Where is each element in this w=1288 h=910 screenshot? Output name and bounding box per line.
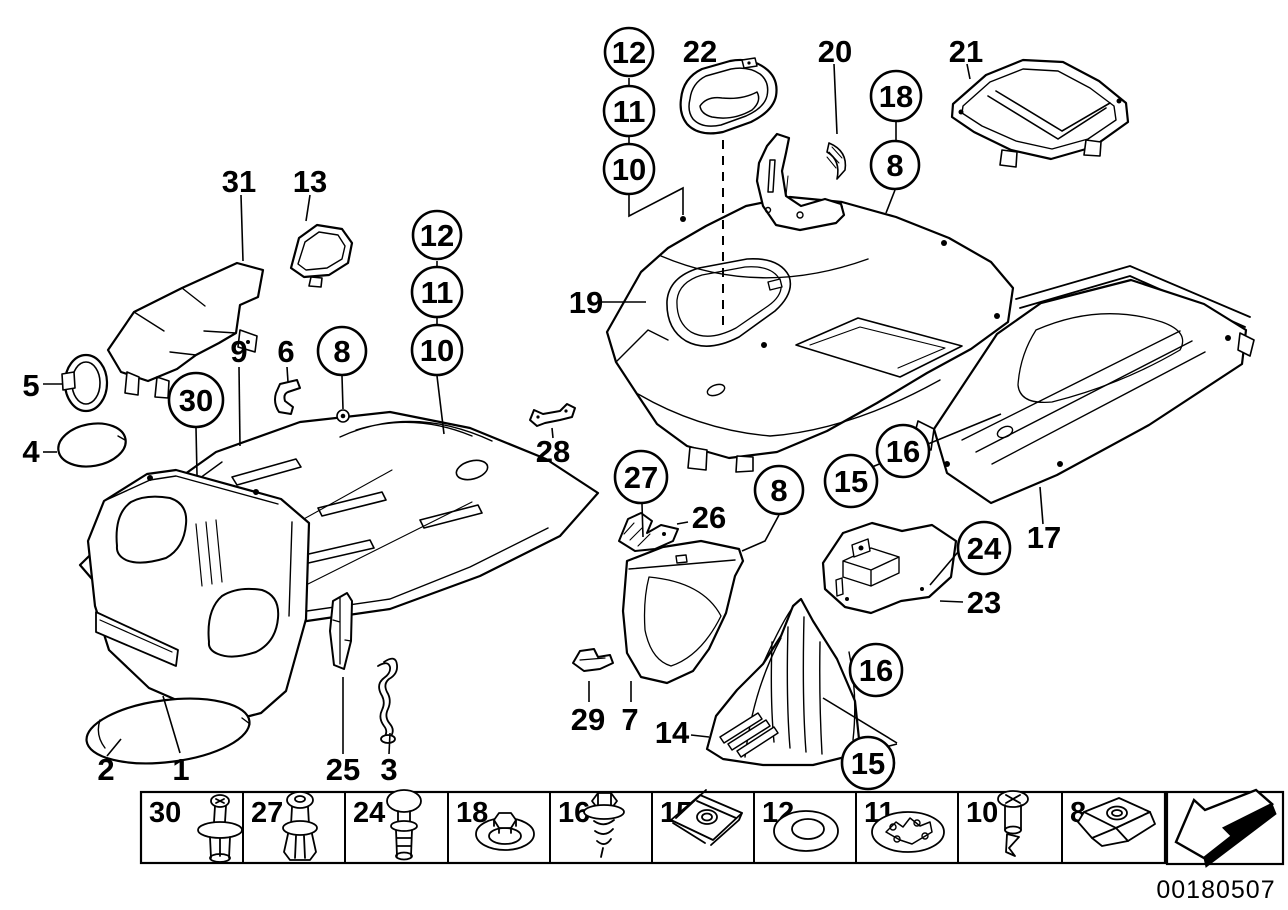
label-26: 26 — [692, 500, 726, 535]
svg-text:11: 11 — [421, 275, 454, 310]
callout-circle-24: 24 — [956, 520, 1012, 576]
label-14: 14 — [655, 715, 690, 750]
label-6: 6 — [277, 334, 294, 369]
label-3: 3 — [380, 752, 397, 787]
fastener-legend: 30 27 24 18 16 15 12 11 10 8 — [139, 789, 1167, 865]
label-4: 4 — [22, 434, 40, 469]
label-2: 2 — [97, 752, 114, 787]
part-19-drawing — [605, 195, 1015, 473]
label-17: 17 — [1027, 520, 1061, 555]
label-31: 31 — [222, 164, 256, 199]
svg-text:12: 12 — [612, 35, 646, 70]
part-31-drawing — [106, 261, 265, 399]
part-5-drawing — [61, 353, 109, 413]
label-13: 13 — [293, 164, 327, 199]
leader-lines — [43, 63, 1044, 759]
callout-circle-12-b: 12 — [411, 209, 463, 261]
legend-label-10: 10 — [966, 797, 998, 829]
svg-text:8: 8 — [886, 148, 903, 183]
expansion-rivet-phillips-icon — [197, 794, 243, 863]
callout-circle-10-b: 10 — [410, 323, 464, 377]
svg-text:16: 16 — [859, 653, 893, 688]
expansion-rivet-icon — [282, 791, 318, 861]
part-25-drawing — [329, 592, 353, 670]
label-21: 21 — [949, 34, 983, 69]
dome-head-rivet-icon — [386, 789, 422, 861]
svg-text:16: 16 — [886, 434, 920, 469]
callout-circle-15-lower: 15 — [840, 735, 896, 791]
part-26-drawing — [618, 512, 679, 552]
callout-circle-12-a: 12 — [603, 26, 655, 78]
svg-text:24: 24 — [967, 531, 1002, 566]
legend-label-27: 27 — [251, 797, 283, 829]
callout-circle-8-top: 8 — [869, 139, 921, 191]
part-22-drawing — [679, 57, 778, 135]
legend-dividers — [242, 792, 1063, 863]
svg-text:15: 15 — [834, 464, 868, 499]
svg-text:10: 10 — [612, 152, 646, 187]
callout-circle-8-mid: 8 — [753, 464, 805, 516]
svg-text:15: 15 — [851, 746, 885, 781]
label-9: 9 — [230, 334, 247, 369]
svg-text:11: 11 — [613, 94, 646, 129]
callout-circle-30: 30 — [167, 371, 225, 429]
part-13-drawing — [289, 223, 354, 288]
label-25: 25 — [326, 752, 360, 787]
legend-label-24: 24 — [353, 797, 385, 829]
label-1: 1 — [172, 752, 189, 787]
flat-washer-icon — [773, 810, 839, 852]
part-17-drawing — [912, 265, 1255, 505]
callout-circle-8-left: 8 — [316, 325, 368, 377]
callout-circle-11-a: 11 — [602, 84, 656, 138]
svg-text:27: 27 — [624, 460, 658, 495]
part-7-drawing — [621, 539, 745, 685]
svg-text:30: 30 — [179, 383, 213, 418]
label-28: 28 — [536, 434, 570, 469]
flange-nut-washer-icon — [475, 812, 535, 851]
svg-text:12: 12 — [420, 218, 454, 253]
part-3-drawing — [377, 657, 398, 744]
direction-arrow-box — [1165, 788, 1285, 868]
callout-circle-16-right: 16 — [875, 423, 931, 479]
part-28-drawing — [529, 403, 576, 427]
svg-text:10: 10 — [420, 333, 454, 368]
label-22: 22 — [683, 34, 717, 69]
part-14-drawing — [705, 597, 861, 767]
part-20-drawing — [755, 132, 847, 232]
callout-circle-16-lower: 16 — [848, 642, 904, 698]
document-number: 00180507 — [1156, 876, 1275, 904]
star-lock-washer-icon — [871, 811, 945, 853]
svg-text:18: 18 — [879, 79, 913, 114]
part-23-drawing — [821, 521, 958, 615]
label-20: 20 — [818, 34, 852, 69]
part-1-drawing — [86, 468, 311, 721]
callout-circle-18: 18 — [869, 69, 923, 123]
part-6-drawing — [274, 379, 301, 415]
label-19: 19 — [569, 285, 603, 320]
speed-nut-clip-icon — [670, 789, 743, 846]
callout-circle-27: 27 — [613, 449, 669, 505]
part-29-drawing — [572, 648, 614, 672]
callout-circle-11-b: 11 — [410, 265, 464, 319]
callout-circle-10-a: 10 — [602, 142, 656, 196]
part-21-drawing — [950, 58, 1130, 168]
hex-screw-washer-icon — [583, 792, 625, 858]
label-23: 23 — [967, 585, 1001, 620]
phillips-screw-rivet-icon — [997, 790, 1029, 857]
svg-text:8: 8 — [770, 473, 787, 508]
legend-label-30: 30 — [149, 797, 181, 829]
direction-arrow-icon — [1174, 788, 1277, 868]
label-5: 5 — [22, 368, 39, 403]
cage-nut-clip-icon — [1077, 797, 1156, 847]
callout-circle-15-right: 15 — [823, 453, 879, 509]
part-4-drawing — [57, 422, 127, 468]
label-7: 7 — [621, 702, 638, 737]
label-29: 29 — [571, 702, 605, 737]
svg-text:8: 8 — [333, 334, 350, 369]
